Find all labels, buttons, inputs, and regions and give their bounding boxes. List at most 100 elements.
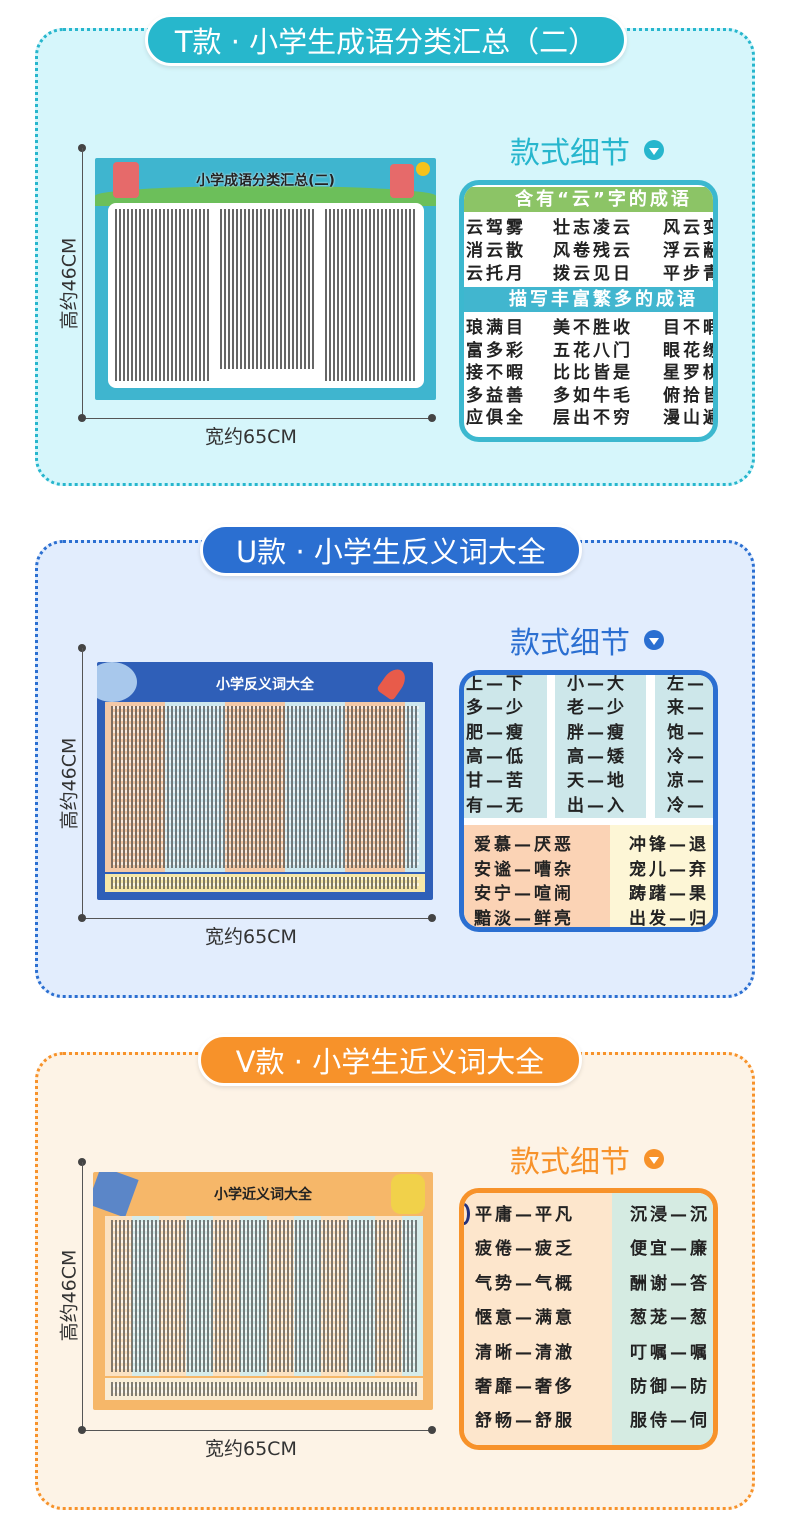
poster-preview-v: 小学近义词大全 bbox=[93, 1172, 433, 1410]
synonym-cell: 便宜—廉 bbox=[630, 1239, 710, 1260]
antonym-cell: 黯淡—鲜亮 bbox=[474, 909, 574, 930]
width-dimension-line bbox=[82, 418, 432, 419]
idiom-cell: 琳琅满目 bbox=[464, 318, 526, 338]
idiom-cell: 烟消云散 bbox=[464, 241, 526, 261]
synonym-cell: 奢靡—奢侈 bbox=[475, 1377, 575, 1397]
chevron-down-icon bbox=[644, 140, 664, 160]
idiom-cell: 比比皆是 bbox=[553, 363, 633, 383]
idiom-cell: 烘云托月 bbox=[464, 264, 526, 284]
antonym-cell: 来— bbox=[667, 698, 707, 719]
idiom-cell: 眼花缭 bbox=[663, 340, 718, 361]
hills bbox=[95, 186, 436, 206]
column-block bbox=[610, 825, 713, 927]
height-dimension-line bbox=[82, 148, 83, 418]
windmill-icon bbox=[390, 164, 414, 198]
dimension-dot bbox=[428, 1426, 436, 1434]
idiom-cell: 俯拾皆 bbox=[663, 385, 718, 406]
poster-footer bbox=[105, 874, 425, 892]
detail-panel-v: 平庸—平凡沉浸—沉疲倦—疲乏便宜—廉气势—气概酬谢—答惬意—满意葱茏—葱清晰—清… bbox=[459, 1188, 718, 1450]
idiom-cell: 壮志凌云 bbox=[553, 218, 633, 238]
column-block bbox=[612, 1193, 713, 1445]
idiom-cell: 漫山遍 bbox=[663, 408, 718, 428]
poster-footer bbox=[105, 1378, 423, 1400]
antonym-cell: 饱— bbox=[667, 722, 707, 743]
height-label: 高约46CM bbox=[58, 737, 81, 830]
antonym-cell: 甘—苦 bbox=[466, 771, 526, 792]
synonym-cell: 葱茏—葱 bbox=[630, 1308, 710, 1329]
book-icon bbox=[93, 1172, 139, 1218]
width-dimension-line bbox=[82, 1430, 432, 1431]
height-label: 高约46CM bbox=[58, 237, 81, 330]
dimension-dot bbox=[428, 914, 436, 922]
dimension-dot bbox=[78, 414, 86, 422]
backpack-icon bbox=[391, 1174, 425, 1214]
poster-preview-u: 小学反义词大全 bbox=[97, 662, 433, 900]
synonym-cell: 沉浸—沉 bbox=[630, 1205, 710, 1225]
detail-label: 款式细节 bbox=[510, 1145, 630, 1180]
section-v-banner: V款 · 小学生近义词大全 bbox=[198, 1034, 582, 1086]
width-dimension-line bbox=[82, 918, 432, 919]
poster-body bbox=[105, 1216, 423, 1376]
antonym-cell: 冷— bbox=[667, 746, 707, 767]
antonym-cell: 左— bbox=[667, 674, 707, 694]
poster-title: 小学近义词大全 bbox=[214, 1187, 312, 1203]
detail-label: 款式细节 bbox=[510, 136, 630, 171]
idiom-cell: 腾云驾雾 bbox=[464, 218, 526, 238]
antonym-cell: 出—入 bbox=[567, 795, 627, 816]
detail-label: 款式细节 bbox=[510, 626, 630, 661]
synonym-cell: 惬意—满意 bbox=[475, 1308, 575, 1329]
synonym-cell: 酬谢—答 bbox=[630, 1273, 710, 1294]
antonym-cell: 宠儿—弃 bbox=[629, 859, 709, 880]
windmill-icon bbox=[113, 162, 139, 198]
chevron-down-icon bbox=[644, 630, 664, 650]
style-detail-heading: 款式细节 bbox=[510, 618, 664, 662]
column-block bbox=[464, 1193, 612, 1445]
antonym-cell: 胖—瘦 bbox=[567, 722, 627, 743]
antonym-cell: 上—下 bbox=[466, 674, 526, 694]
dimension-dot bbox=[428, 414, 436, 422]
idiom-cell: 风卷残云 bbox=[553, 241, 633, 261]
style-detail-heading: 款式细节 bbox=[510, 1137, 664, 1181]
planet-icon bbox=[97, 662, 137, 702]
column-block bbox=[464, 675, 547, 818]
synonym-cell: 清晰—清澈 bbox=[475, 1342, 575, 1363]
synonym-cell: 气势—气概 bbox=[475, 1273, 575, 1294]
section-header: 描写丰富繁多的成语 bbox=[464, 287, 713, 312]
antonym-cell: 冲锋—退 bbox=[629, 835, 709, 855]
antonym-cell: 高—矮 bbox=[567, 746, 627, 767]
poster-preview-t: 小学成语分类汇总(二) bbox=[95, 158, 436, 400]
synonym-cell: 防御—防 bbox=[630, 1377, 710, 1397]
antonym-cell: 天—地 bbox=[567, 771, 627, 792]
antonym-cell: 多—少 bbox=[466, 698, 526, 719]
antonym-cell: 冷— bbox=[667, 795, 707, 816]
height-label: 高约46CM bbox=[58, 1249, 81, 1342]
swirl-icon bbox=[464, 1203, 470, 1225]
antonym-cell: 肥—瘦 bbox=[466, 722, 526, 743]
section-t-banner: T款 · 小学生成语分类汇总（二） bbox=[145, 14, 627, 66]
chevron-down-icon bbox=[644, 1149, 664, 1169]
synonym-cell: 舒畅—舒服 bbox=[475, 1411, 575, 1432]
idiom-cell: 一应俱全 bbox=[464, 408, 526, 428]
synonym-cell: 叮嘱—嘱 bbox=[630, 1342, 710, 1363]
section-u-banner: U款 · 小学生反义词大全 bbox=[200, 524, 582, 576]
poster-title: 小学成语分类汇总(二) bbox=[196, 173, 335, 189]
detail-panel-t: 含有“云”字的成语腾云驾雾 壮志凌云 风云变烟消云散 风卷残云 浮云蔽烘云托月 拨云见日 平… bbox=[459, 180, 718, 442]
width-label: 宽约65CM bbox=[205, 426, 297, 448]
idiom-cell: 平步青 bbox=[663, 264, 718, 284]
idiom-cell: 星罗棋 bbox=[663, 363, 718, 383]
antonym-cell: 高—低 bbox=[466, 746, 526, 767]
height-dimension-line bbox=[82, 648, 83, 918]
poster-body bbox=[105, 702, 425, 872]
idiom-cell: 拨云见日 bbox=[553, 264, 633, 284]
idiom-cell: 风云变 bbox=[663, 218, 718, 238]
synonym-cell: 服侍—伺 bbox=[630, 1411, 710, 1432]
column-block bbox=[464, 825, 610, 927]
height-dimension-line bbox=[82, 1162, 83, 1430]
idiom-cell: 丰富多彩 bbox=[464, 340, 526, 361]
idiom-cell: 浮云蔽 bbox=[663, 241, 718, 261]
poster-title: 小学反义词大全 bbox=[216, 677, 314, 693]
section-header: 含有“云”字的成语 bbox=[464, 187, 713, 212]
poster-body bbox=[108, 203, 424, 388]
idiom-cell: 多多益善 bbox=[464, 385, 526, 406]
sun-icon bbox=[416, 162, 430, 176]
